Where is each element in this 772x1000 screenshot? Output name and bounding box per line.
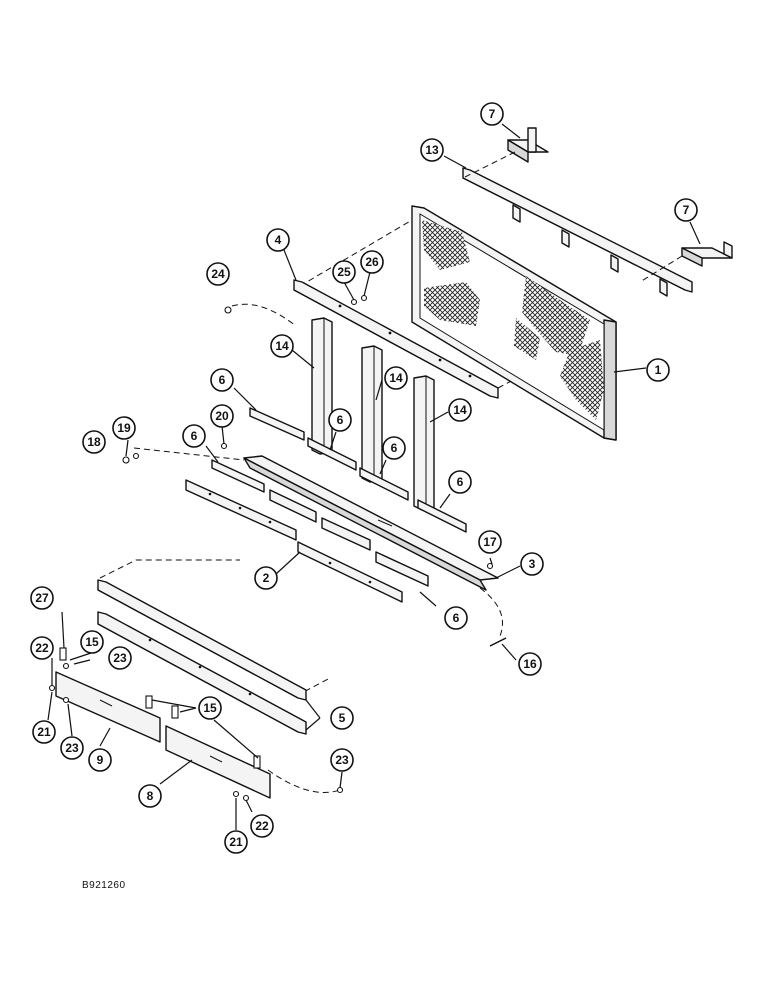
callout-3: 3 — [520, 552, 544, 576]
callout-14: 14 — [384, 366, 408, 390]
svg-text:7: 7 — [489, 107, 496, 121]
svg-text:7: 7 — [683, 203, 690, 217]
part-7-bracket-upper — [507, 127, 549, 163]
part-14-support-right — [413, 375, 435, 511]
svg-text:6: 6 — [457, 475, 464, 489]
callout-19: 19 — [112, 416, 136, 440]
svg-text:19: 19 — [117, 421, 131, 435]
callout-23: 23 — [108, 646, 132, 670]
callout-23: 23 — [60, 736, 84, 760]
callout-1: 1 — [646, 358, 670, 382]
svg-text:8: 8 — [147, 789, 154, 803]
svg-text:14: 14 — [275, 339, 289, 353]
callout-2: 2 — [254, 566, 278, 590]
part-13-upper-rail — [462, 167, 693, 297]
leader-lines — [47, 123, 701, 830]
part-4-cross-rail — [293, 279, 499, 399]
svg-text:15: 15 — [85, 635, 99, 649]
callout-7: 7 — [674, 198, 698, 222]
svg-text:1: 1 — [655, 363, 662, 377]
svg-text:2: 2 — [263, 571, 270, 585]
callout-15: 15 — [80, 630, 104, 654]
part-1-screen — [411, 205, 617, 441]
assembly-guide-lines-middle — [99, 447, 503, 793]
part-14-support-left — [311, 317, 333, 455]
svg-text:24: 24 — [211, 267, 225, 281]
svg-text:23: 23 — [113, 651, 127, 665]
svg-text:6: 6 — [219, 373, 226, 387]
part-3-channel — [243, 455, 499, 591]
svg-text:22: 22 — [255, 819, 269, 833]
svg-text:21: 21 — [37, 725, 51, 739]
callout-25: 25 — [332, 260, 356, 284]
callout-4: 4 — [266, 228, 290, 252]
callouts: 7 13 7 4 24 25 26 1 14 14 14 6 20 6 6 6 … — [30, 102, 698, 854]
part-6-straps — [211, 407, 467, 587]
part-8-skirt — [165, 725, 271, 799]
callout-6: 6 — [210, 368, 234, 392]
callout-8: 8 — [138, 784, 162, 808]
svg-text:23: 23 — [65, 741, 79, 755]
svg-text:22: 22 — [35, 641, 49, 655]
callout-21: 21 — [224, 830, 248, 854]
svg-text:9: 9 — [97, 753, 104, 767]
callout-6: 6 — [328, 408, 352, 432]
callout-17: 17 — [478, 530, 502, 554]
svg-text:14: 14 — [453, 403, 467, 417]
svg-text:6: 6 — [191, 429, 198, 443]
svg-text:13: 13 — [425, 143, 439, 157]
callout-21: 21 — [32, 720, 56, 744]
svg-text:15: 15 — [203, 701, 217, 715]
callout-26: 26 — [360, 250, 384, 274]
callout-20: 20 — [210, 404, 234, 428]
callout-18: 18 — [82, 430, 106, 454]
callout-14: 14 — [270, 334, 294, 358]
part-2-straps — [185, 479, 403, 603]
callout-16: 16 — [518, 652, 542, 676]
callout-15: 15 — [198, 696, 222, 720]
svg-text:6: 6 — [453, 611, 460, 625]
svg-text:27: 27 — [35, 591, 49, 605]
svg-text:6: 6 — [337, 413, 344, 427]
svg-text:4: 4 — [275, 233, 282, 247]
svg-text:25: 25 — [337, 265, 351, 279]
callout-13: 13 — [420, 138, 444, 162]
svg-text:6: 6 — [391, 441, 398, 455]
callout-22: 22 — [30, 636, 54, 660]
callout-6: 6 — [444, 606, 468, 630]
callout-24: 24 — [206, 262, 230, 286]
callout-22: 22 — [250, 814, 274, 838]
svg-text:14: 14 — [389, 371, 403, 385]
part-7-bracket-right — [681, 241, 733, 267]
callout-6: 6 — [448, 470, 472, 494]
svg-text:16: 16 — [523, 657, 537, 671]
svg-text:20: 20 — [215, 409, 229, 423]
svg-text:18: 18 — [87, 435, 101, 449]
svg-text:17: 17 — [483, 535, 497, 549]
svg-text:3: 3 — [529, 557, 536, 571]
part-5-lower-rails — [97, 579, 307, 735]
callout-9: 9 — [88, 748, 112, 772]
part-14-support-center — [361, 345, 383, 483]
svg-text:5: 5 — [339, 711, 346, 725]
drawing-code: B921260 — [82, 880, 126, 891]
callout-23: 23 — [330, 748, 354, 772]
hardware — [48, 294, 507, 802]
svg-text:26: 26 — [365, 255, 379, 269]
callout-27: 27 — [30, 586, 54, 610]
callout-6: 6 — [382, 436, 406, 460]
svg-text:21: 21 — [229, 835, 243, 849]
callout-5: 5 — [330, 706, 354, 730]
callout-6: 6 — [182, 424, 206, 448]
svg-text:23: 23 — [335, 753, 349, 767]
callout-7: 7 — [480, 102, 504, 126]
callout-14: 14 — [448, 398, 472, 422]
part-9-skirt — [55, 671, 161, 743]
